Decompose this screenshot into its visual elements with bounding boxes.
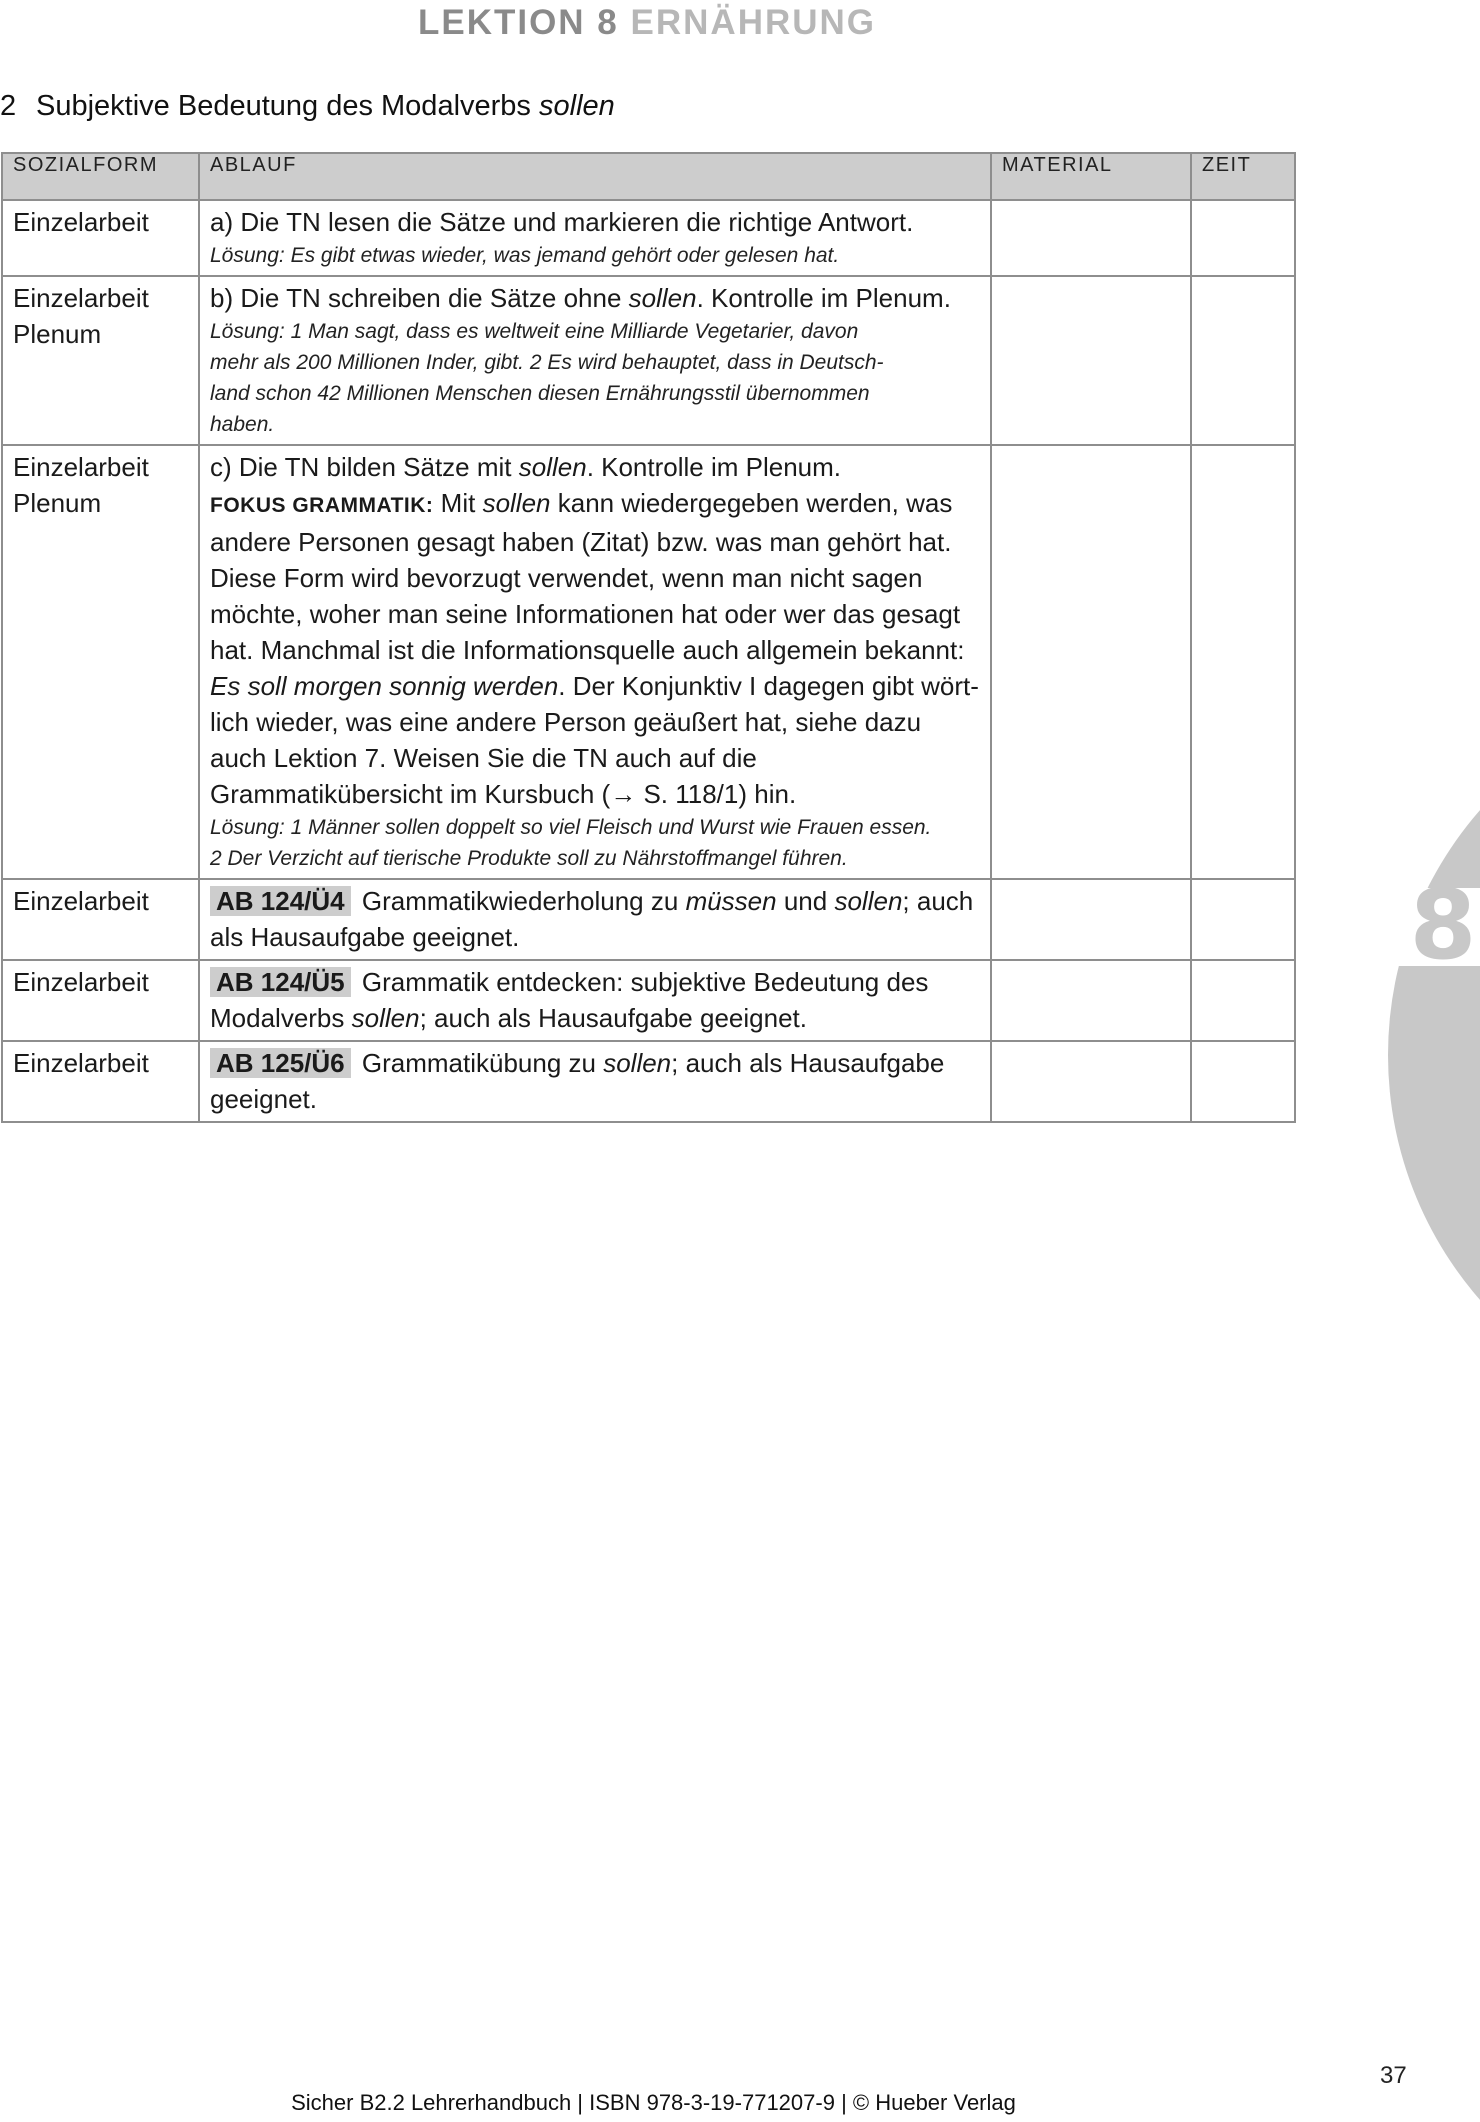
task-text-italic: sollen bbox=[518, 452, 587, 482]
sozialform-cell: Einzelarbeit bbox=[1, 959, 200, 1042]
task-text-part: c) Die TN bilden Sätze mit bbox=[210, 452, 512, 482]
sozialform-label: Einzelarbeit bbox=[13, 207, 149, 237]
exercise-italic: sollen bbox=[351, 1003, 420, 1033]
ablauf-cell: c) Die TN bilden Sätze mit sollen. Kontr… bbox=[198, 444, 992, 880]
column-header-material: MATERIAL bbox=[990, 152, 1192, 201]
lesson-number: LEKTION 8 bbox=[417, 3, 619, 42]
example-sentence: Es soll morgen sonnig werden bbox=[210, 671, 559, 701]
zeit-cell bbox=[1190, 444, 1296, 880]
sozialform-cell: Einzelarbeit Plenum bbox=[1, 275, 200, 446]
workbook-reference-badge: AB 124/Ü5 bbox=[210, 967, 351, 997]
sozialform-cell: Einzelarbeit bbox=[1, 878, 200, 961]
zeit-cell bbox=[1190, 275, 1296, 446]
solution-line: haben. bbox=[210, 413, 275, 436]
solution-line: mehr als 200 Millionen Inder, gibt. 2 Es… bbox=[210, 351, 884, 374]
chapter-tab-label: 8 bbox=[1409, 869, 1477, 981]
grammar-focus-italic: sollen bbox=[482, 488, 551, 518]
exercise-text: Grammatik entdecken: subjektive Bedeutun… bbox=[210, 967, 929, 1033]
exercise-text: ; auch als Hausaufgabe geeignet. bbox=[210, 886, 974, 952]
material-cell bbox=[990, 959, 1192, 1042]
zeit-cell bbox=[1190, 199, 1296, 277]
page-number: 37 bbox=[1380, 2062, 1407, 2089]
ablauf-cell: a) Die TN lesen die Sätze und markieren … bbox=[198, 199, 992, 277]
section-number: 2 bbox=[0, 90, 17, 122]
exercise-text: Grammatikwiederholung zu bbox=[361, 886, 679, 916]
table-row: Einzelarbeit Plenum c) Die TN bilden Sät… bbox=[1, 444, 1296, 880]
chapter-tab-semicircle-icon bbox=[1388, 810, 1480, 1300]
table-row: Einzelarbeit AB 124/Ü5 Grammatik entdeck… bbox=[1, 959, 1296, 1042]
exercise-italic: müssen bbox=[685, 886, 777, 916]
workbook-reference-badge: AB 125/Ü6 bbox=[210, 1048, 351, 1078]
table-header-row: SOZIALFORM ABLAUF MATERIAL ZEIT bbox=[1, 152, 1296, 201]
workbook-reference-badge: AB 124/Ü4 bbox=[210, 886, 351, 916]
zeit-cell bbox=[1190, 1040, 1296, 1123]
grammar-focus-text: Mit bbox=[440, 488, 476, 518]
sozialform-label: Einzelarbeit bbox=[13, 283, 149, 313]
sozialform-label: Einzelarbeit bbox=[13, 452, 149, 482]
exercise-text: und bbox=[783, 886, 828, 916]
solution-line: 2 Der Verzicht auf tierische Produkte so… bbox=[210, 847, 848, 870]
material-cell bbox=[990, 878, 1192, 961]
task-text-part: . Kontrolle im Plenum. bbox=[696, 283, 951, 313]
task-text: c) Die TN bilden Sätze mit sollen. Kontr… bbox=[210, 449, 980, 485]
solution-line: Lösung: 1 Man sagt, dass es weltweit ein… bbox=[210, 320, 859, 343]
task-text: a) Die TN lesen die Sätze und markieren … bbox=[210, 207, 914, 237]
section-title-text: Subjektive Bedeutung des Modalverbs bbox=[36, 90, 531, 122]
column-header-ablauf: ABLAUF bbox=[198, 152, 992, 201]
ablauf-cell: AB 124/Ü4 Grammatikwiederholung zu müsse… bbox=[198, 878, 992, 961]
table-row: Einzelarbeit Plenum b) Die TN schreiben … bbox=[1, 275, 1296, 446]
lesson-plan-table: SOZIALFORM ABLAUF MATERIAL ZEIT Einzelar… bbox=[1, 152, 1296, 1123]
solution-line: land schon 42 Millionen Menschen diesen … bbox=[210, 382, 870, 405]
table-row: Einzelarbeit AB 125/Ü6 Grammatikübung zu… bbox=[1, 1040, 1296, 1123]
exercise-text: ; auch als Hausaufgabe geeignet. bbox=[419, 1003, 807, 1033]
exercise-italic: sollen bbox=[603, 1048, 672, 1078]
footer-imprint: Sicher B2.2 Lehrerhandbuch | ISBN 978-3-… bbox=[291, 2090, 1016, 2115]
ablauf-cell: AB 124/Ü5 Grammatik entdecken: subjektiv… bbox=[198, 959, 992, 1042]
grammar-focus-text: kann wiedergegeben werden, was andere Pe… bbox=[210, 488, 965, 665]
material-cell bbox=[990, 275, 1192, 446]
sozialform-label: Einzelarbeit bbox=[13, 1048, 149, 1078]
task-text: b) Die TN schreiben die Sätze ohne solle… bbox=[210, 280, 980, 316]
sozialform-label: Einzelarbeit bbox=[13, 967, 149, 997]
ablauf-cell: AB 125/Ü6 Grammatikübung zu sollen; auch… bbox=[198, 1040, 992, 1123]
task-text-part: . Kontrolle im Plenum. bbox=[586, 452, 842, 482]
task-text-part: b) Die TN schreiben die Sätze ohne bbox=[210, 283, 622, 313]
grammar-focus-paragraph: FOKUS GRAMMATIK: Mit sollen kann wiederg… bbox=[210, 485, 980, 812]
sozialform-label: Einzelarbeit bbox=[13, 886, 149, 916]
exercise-italic: sollen bbox=[834, 886, 903, 916]
table-row: Einzelarbeit AB 124/Ü4 Grammatikwiederho… bbox=[1, 878, 1296, 961]
exercise-text: ; auch als Hausaufgabe geeignet. bbox=[210, 1048, 945, 1114]
material-cell bbox=[990, 444, 1192, 880]
zeit-cell bbox=[1190, 878, 1296, 961]
sozialform-cell: Einzelarbeit Plenum bbox=[1, 444, 200, 880]
section-title-italic: sollen bbox=[539, 90, 615, 122]
ablauf-cell: b) Die TN schreiben die Sätze ohne solle… bbox=[198, 275, 992, 446]
grammar-focus-label: FOKUS GRAMMATIK: bbox=[210, 494, 434, 517]
material-cell bbox=[990, 199, 1192, 277]
chapter-tab-marker: 8 bbox=[1388, 760, 1480, 1350]
lesson-header: LEKTION 8 ERNÄHRUNG bbox=[0, 0, 1294, 46]
exercise-text: Grammatikübung zu bbox=[361, 1048, 596, 1078]
sozialform-label: Plenum bbox=[13, 488, 102, 518]
solution-line: Lösung: 1 Männer sollen doppelt so viel … bbox=[210, 816, 932, 839]
column-header-zeit: ZEIT bbox=[1190, 152, 1296, 201]
column-header-sozialform: SOZIALFORM bbox=[1, 152, 200, 201]
section-title: 2 Subjektive Bedeutung des Modalverbs sol… bbox=[0, 86, 615, 126]
grammar-focus-text: . Der Konjunktiv I dagegen gibt wört-lic… bbox=[210, 671, 979, 809]
sozialform-cell: Einzelarbeit bbox=[1, 199, 200, 277]
solution-text: Lösung: Es gibt etwas wieder, was jemand… bbox=[210, 244, 840, 267]
zeit-cell bbox=[1190, 959, 1296, 1042]
lesson-topic: ERNÄHRUNG bbox=[630, 3, 877, 42]
sozialform-label: Plenum bbox=[13, 319, 102, 349]
sozialform-cell: Einzelarbeit bbox=[1, 1040, 200, 1123]
task-text-italic: sollen bbox=[628, 283, 697, 313]
material-cell bbox=[990, 1040, 1192, 1123]
table-row: Einzelarbeit a) Die TN lesen die Sätze u… bbox=[1, 199, 1296, 277]
